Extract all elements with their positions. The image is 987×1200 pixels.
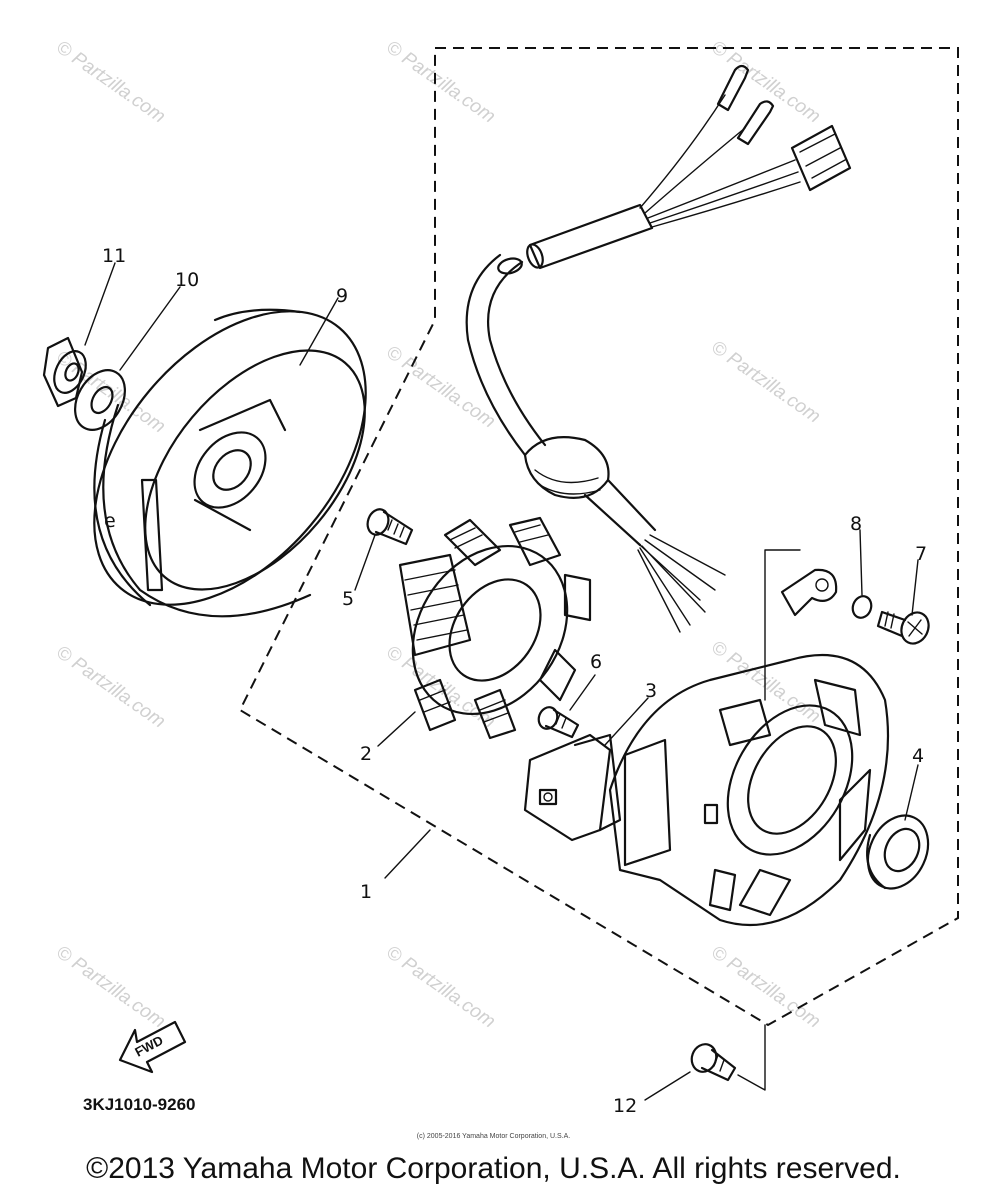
- callout-11: 11: [102, 245, 126, 267]
- diagram-code: 3KJ1010-9260: [83, 1095, 195, 1114]
- screw-12: [690, 1043, 737, 1082]
- watermark: © Partzilla.com: [707, 337, 824, 428]
- lead-wire-harness: [465, 64, 852, 633]
- callout-5: 5: [342, 588, 354, 610]
- pickup-coil: [523, 733, 622, 842]
- lock-washer: [851, 595, 873, 619]
- screw-7: [876, 610, 930, 645]
- callout-4: 4: [912, 745, 924, 767]
- callout-3: 3: [645, 680, 657, 702]
- assembly-boundary: [238, 47, 959, 1027]
- watermark: © Partzilla.com: [382, 942, 499, 1033]
- callout-1: 1: [360, 881, 372, 903]
- screw-6: [537, 706, 580, 739]
- watermark: © Partzilla.com: [707, 942, 824, 1033]
- callout-7: 7: [915, 543, 927, 565]
- watermark: © Partzilla.com: [707, 37, 824, 128]
- oil-seal: [866, 814, 930, 890]
- watermark: © Partzilla.com: [382, 342, 499, 433]
- rotor-mark: e: [104, 510, 116, 532]
- copyright-notice: ©2013 Yamaha Motor Corporation, U.S.A. A…: [86, 1152, 901, 1185]
- stator-coil: [398, 516, 592, 740]
- watermark: © Partzilla.com: [52, 642, 169, 733]
- tiny-copyright: (c) 2005-2016 Yamaha Motor Corporation, …: [416, 1133, 571, 1140]
- fwd-arrow-icon: FWD: [118, 1020, 187, 1074]
- stator-base-plate: [608, 653, 890, 927]
- flywheel-rotor: e: [93, 308, 367, 618]
- leader-lines: [84, 262, 919, 1101]
- reference-bracket: [737, 549, 801, 1091]
- callout-2: 2: [360, 743, 372, 765]
- callout-12: 12: [613, 1095, 637, 1117]
- watermark: © Partzilla.com: [52, 942, 169, 1033]
- callout-10: 10: [175, 269, 199, 291]
- nut: [42, 336, 87, 408]
- callout-9: 9: [336, 285, 348, 307]
- watermark: © Partzilla.com: [52, 37, 169, 128]
- lead-clamp: [780, 568, 838, 617]
- callouts: 1 2 3 4 5 6 7 8 9 10 11 12: [102, 245, 927, 1117]
- watermarks: © Partzilla.com © Partzilla.com © Partzi…: [52, 37, 824, 1033]
- washer: [74, 369, 126, 431]
- callout-8: 8: [850, 513, 862, 535]
- screw-5: [366, 508, 414, 546]
- callout-6: 6: [590, 651, 602, 673]
- watermark: © Partzilla.com: [382, 37, 499, 128]
